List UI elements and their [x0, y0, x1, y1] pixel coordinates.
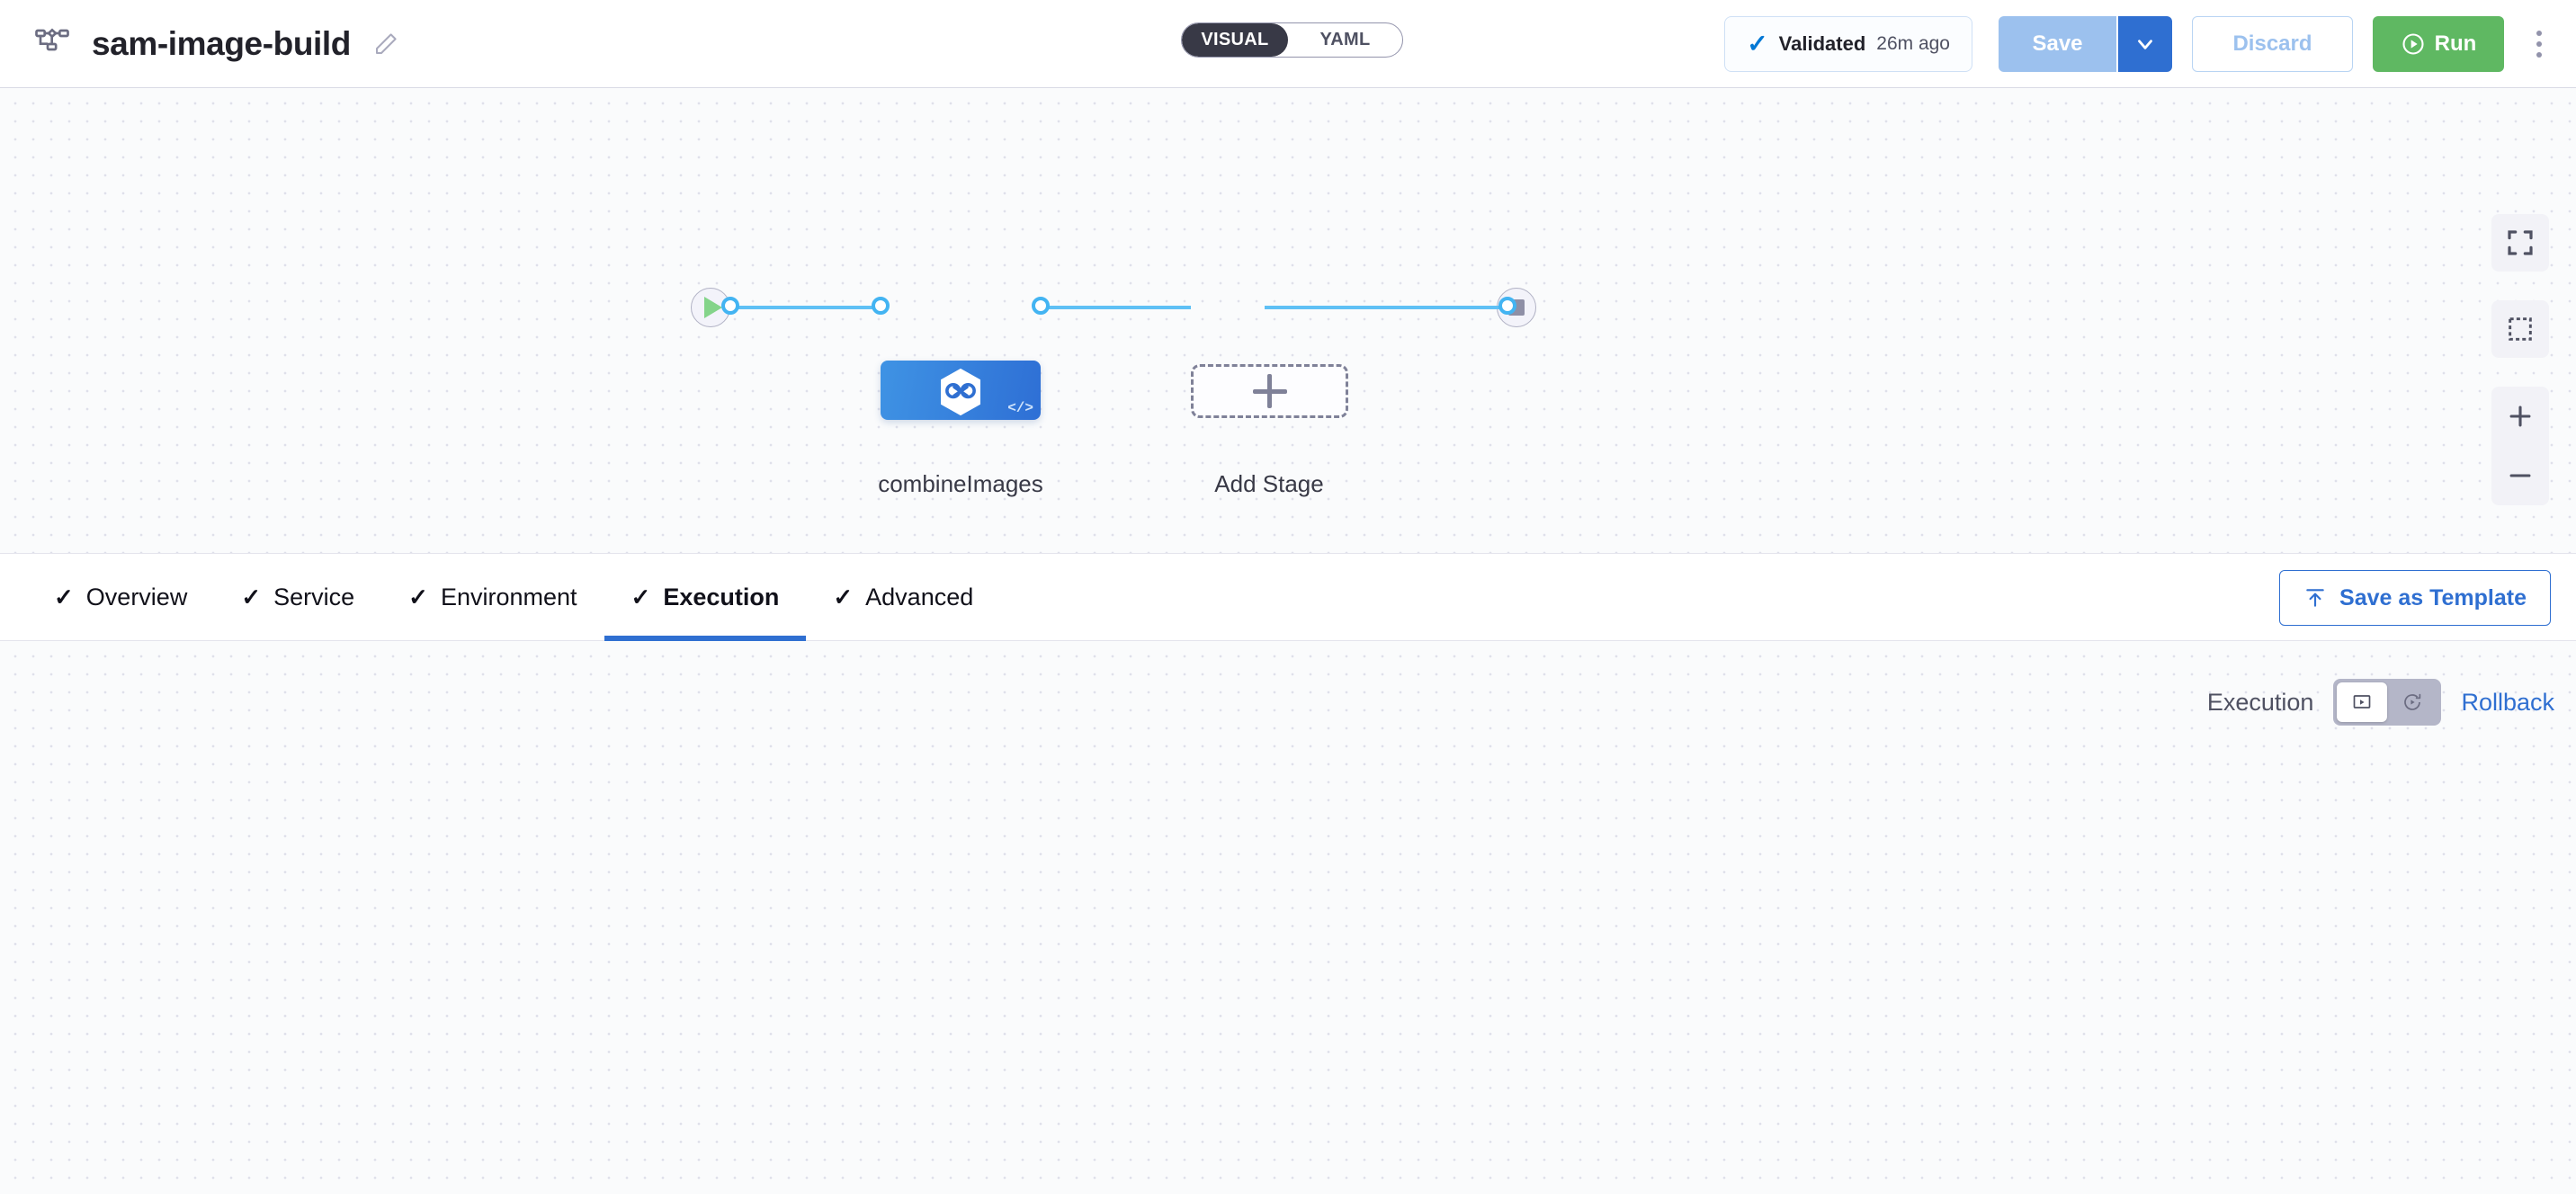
- add-stage-button[interactable]: [1191, 364, 1348, 418]
- rollback-mode-button[interactable]: [2387, 682, 2437, 722]
- tab-advanced[interactable]: ✓ Advanced: [806, 553, 1000, 641]
- port-end-in[interactable]: [1498, 297, 1516, 315]
- stage-node-combineimages[interactable]: </>: [881, 361, 1041, 420]
- play-circle-icon: [2402, 33, 2424, 55]
- add-stage-label: Add Stage: [1214, 470, 1324, 497]
- tab-overview[interactable]: ✓ Overview: [27, 553, 214, 641]
- save-button-group[interactable]: Save: [1999, 16, 2172, 72]
- kebab-menu-icon[interactable]: [2527, 16, 2551, 72]
- check-icon: ✓: [631, 583, 651, 610]
- tab-overview-label: Overview: [85, 583, 188, 610]
- tab-execution-label: Execution: [663, 583, 780, 610]
- stage-code-badge: </>: [1007, 400, 1033, 416]
- marquee-select-icon[interactable]: [2491, 300, 2549, 358]
- tab-visual[interactable]: VISUAL: [1182, 23, 1288, 57]
- execution-mode-label: Execution: [2206, 688, 2314, 716]
- edge-stage-to-addstage: [1041, 306, 1191, 309]
- app-header: sam-image-build VISUAL YAML ✓ Validated …: [0, 0, 2576, 88]
- check-icon: ✓: [241, 583, 262, 610]
- validated-label: Validated: [1778, 32, 1866, 55]
- run-button[interactable]: Run: [2373, 16, 2504, 72]
- visual-yaml-toggle[interactable]: VISUAL YAML: [1181, 22, 1403, 58]
- pipeline-flow-icon: [32, 24, 72, 64]
- save-dropdown-chevron-down-icon[interactable]: [2116, 16, 2172, 72]
- status-badge-validated: ✓ Validated 26m ago: [1724, 16, 1972, 72]
- save-as-template-label: Save as Template: [2339, 584, 2527, 610]
- run-label: Run: [2434, 31, 2477, 56]
- save-as-template-button[interactable]: Save as Template: [2279, 570, 2551, 626]
- stage-canvas[interactable]: </> combineImages Add Stage: [0, 88, 2576, 553]
- check-icon: ✓: [1747, 30, 1768, 58]
- validated-timestamp: 26m ago: [1876, 33, 1950, 54]
- stage-config-tabs: ✓ Overview ✓ Service ✓ Environment ✓ Exe…: [0, 553, 2576, 641]
- port-stage-in[interactable]: [872, 297, 890, 315]
- tab-service[interactable]: ✓ Service: [214, 553, 381, 641]
- zoom-out-icon[interactable]: [2491, 446, 2549, 505]
- zoom-controls: [2491, 387, 2549, 505]
- port-start-out[interactable]: [721, 297, 739, 315]
- page-title: sam-image-build: [92, 24, 351, 62]
- template-upload-icon: [2306, 589, 2324, 607]
- rollback-icon: [2404, 693, 2421, 710]
- header-actions: ✓ Validated 26m ago Save Discard Run: [1724, 0, 2551, 88]
- tab-environment-label: Environment: [440, 583, 577, 610]
- save-button[interactable]: Save: [1999, 16, 2116, 72]
- execution-canvas[interactable]: k8s-step-group </> dinD: [0, 641, 2576, 1194]
- tab-service-label: Service: [273, 583, 355, 610]
- pencil-icon[interactable]: [371, 29, 401, 59]
- play-icon: [703, 297, 722, 318]
- canvas-view-controls: [2491, 214, 2549, 505]
- zoom-in-icon[interactable]: [2491, 387, 2549, 446]
- check-icon: ✓: [54, 583, 74, 610]
- tab-environment[interactable]: ✓ Environment: [381, 553, 604, 641]
- stage-label-combineimages: combineImages: [878, 470, 1043, 497]
- header-left-group: sam-image-build: [0, 24, 401, 64]
- tab-execution[interactable]: ✓ Execution: [604, 553, 807, 641]
- discard-button[interactable]: Discard: [2192, 16, 2353, 72]
- tab-list: ✓ Overview ✓ Service ✓ Environment ✓ Exe…: [27, 553, 1000, 641]
- execution-mode-button[interactable]: [2337, 682, 2388, 722]
- rollback-label[interactable]: Rollback: [2461, 688, 2554, 716]
- edge-addstage-to-end: [1265, 306, 1507, 309]
- execution-icon: [2354, 695, 2371, 708]
- fullscreen-icon[interactable]: [2491, 214, 2549, 272]
- check-icon: ✓: [833, 583, 854, 610]
- tab-yaml[interactable]: YAML: [1319, 30, 1371, 49]
- tab-advanced-label: Advanced: [865, 583, 974, 610]
- execution-rollback-switch: Execution Rollback: [2207, 679, 2554, 726]
- execution-rollback-toggle[interactable]: [2333, 679, 2442, 726]
- harness-hexagon-icon: [941, 368, 980, 416]
- check-icon: ✓: [408, 583, 428, 610]
- edge-start-to-stage: [730, 306, 881, 309]
- port-stage-out[interactable]: [1032, 297, 1050, 315]
